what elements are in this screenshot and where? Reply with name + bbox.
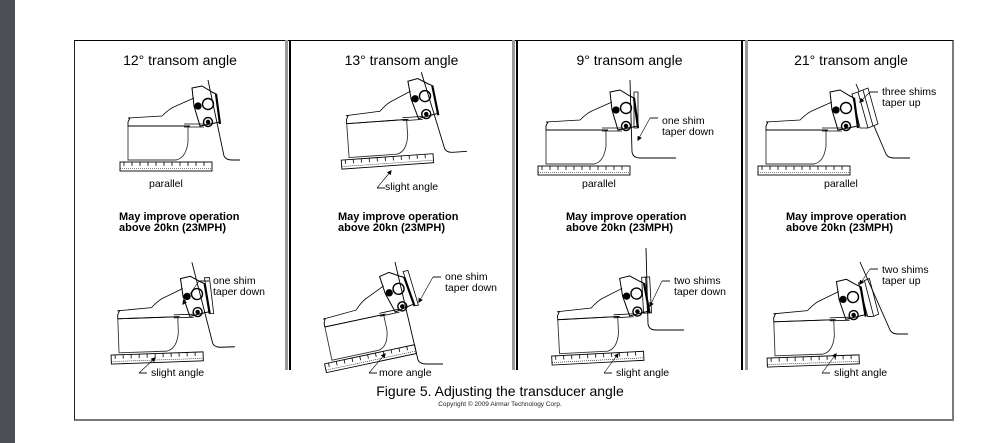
note-line: above 20kn (23MPH) [786,222,893,234]
copyright-notice: Copyright © 2009 Airmar Technology Corp. [438,401,562,408]
note-line: May improve operation [338,211,459,223]
shim-label-line: one shim [213,275,256,287]
transducer-drawing-bottom [307,267,426,374]
shim-label-line: taper up [882,97,921,109]
transducer-drawing-top [334,72,467,171]
shim-label: one shim taper down [662,116,714,138]
top-angle-label: parallel [149,178,183,190]
transducer-drawing-bottom [546,273,654,367]
transducer-drawing-top [756,83,910,177]
panel-12-degree: 12° transom angle parallel May improve o… [75,40,285,380]
panel-title: 12° transom angle [123,52,237,68]
shim-label-line: two shims [882,264,929,276]
figure-caption: Figure 5. Adjusting the transducer angle [376,383,624,399]
shim-label-line: taper down [674,286,726,298]
transducer-illustrations [756,83,910,374]
shim-label-line: taper down [445,282,497,294]
shim-label-line: one shim [662,115,705,127]
note-line: May improve operation [786,211,907,223]
operation-note: May improve operation above 20kn (23MPH) [786,212,906,234]
note-line: May improve operation [119,211,240,223]
shim-label-line: taper up [882,275,921,287]
shim [851,87,879,129]
shim-label: one shim taper down [445,272,497,294]
panel-divider [289,40,291,370]
panel-divider [285,40,288,370]
operation-note: May improve operation above 20kn (23MPH) [566,212,686,234]
note-line: above 20kn (23MPH) [119,222,226,234]
panel-title: 21° transom angle [794,52,908,68]
transducer-drawing-bottom [763,277,880,369]
shim-label-line: one shim [445,271,488,283]
top-angle-label: parallel [582,178,616,190]
operation-note: May improve operation above 20kn (23MPH) [338,212,458,234]
top-angle-label: slight angle [385,181,439,193]
shim-label-line: three shims [882,86,937,98]
operation-note: May improve operation above 20kn (23MPH) [119,212,239,234]
transducer-drawing-bottom [107,262,235,366]
panel-divider [512,40,515,370]
note-line: May improve operation [566,211,687,223]
top-angle-label: parallel [824,178,858,190]
shim-label-line: taper down [213,286,265,298]
shim-label: two shims taper down [674,276,726,298]
shim-label-line: two shims [674,275,721,287]
shim-label: one shim taper down [213,276,265,298]
viewer-side-strip [0,0,15,443]
panel-9-degree: 9° transom angle one shim taper down par… [518,40,741,380]
transducer-illustrations [107,79,240,374]
bottom-angle-label: slight angle [616,367,670,379]
panel-title: 13° transom angle [344,52,459,68]
panel-21-degree: 21° transom angle three shims taper up p… [748,40,954,380]
shim-label-line: taper down [662,126,714,138]
note-line: above 20kn (23MPH) [566,222,673,234]
bottom-angle-label: slight angle [834,367,888,379]
transducer-drawing-top [118,79,240,173]
panel-divider [741,40,743,370]
shim-label: three shims taper up [882,87,936,109]
bottom-angle-label: more angle [379,367,432,379]
shim-label: two shims taper up [882,265,929,287]
panel-divider [516,40,518,370]
panel-title: 9° transom angle [576,52,683,68]
transducer-illustrations [307,72,467,374]
panel-divider [745,40,748,370]
transducer-drawing-top [536,79,676,177]
transducer-illustrations [536,79,684,374]
bottom-angle-label: slight angle [151,367,205,379]
shim [402,269,419,307]
note-line: above 20kn (23MPH) [338,222,445,234]
panel-13-degree: 13° transom angle slight angle May impro… [291,40,512,380]
